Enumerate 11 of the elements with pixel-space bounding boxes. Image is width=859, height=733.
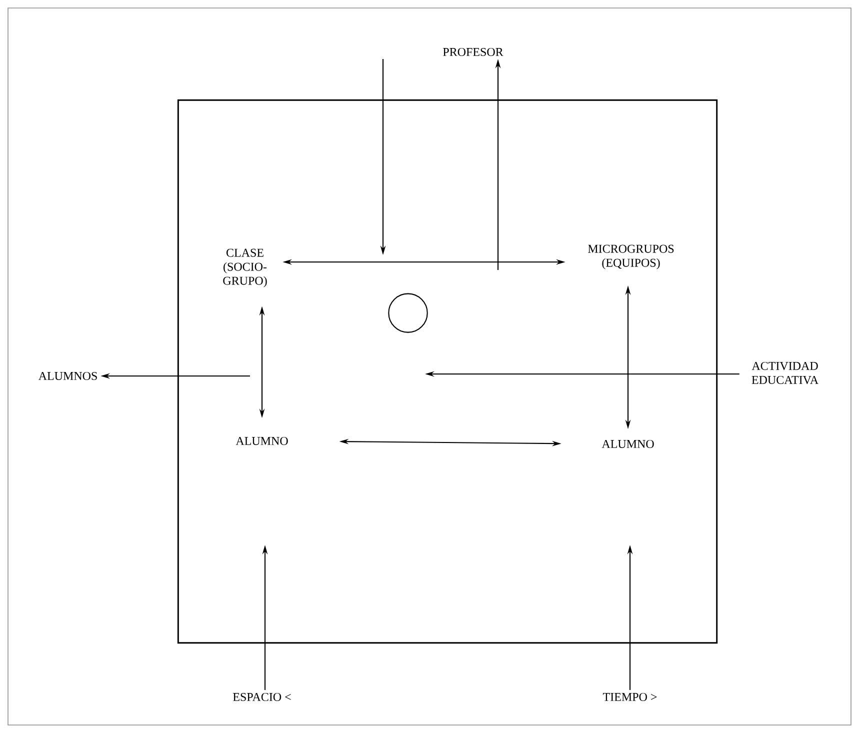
- node-label: ALUMNOS: [38, 372, 97, 380]
- node-label: ESPACIO <: [233, 692, 291, 702]
- node-label: TIEMPO >: [603, 692, 657, 702]
- node-label: ACTIVIDAD EDUCATIVA: [752, 362, 818, 384]
- node-label: ALUMNO: [236, 436, 288, 446]
- node-label: PROFESOR: [443, 48, 504, 56]
- node-label: CLASE (SOCIO-GRUPO): [223, 248, 267, 288]
- circle-symbol: [388, 293, 428, 333]
- node-label: MICROGRUPOS (EQUIPOS): [588, 244, 674, 270]
- frame-square: [177, 99, 718, 644]
- node-label: ALUMNO: [602, 440, 654, 448]
